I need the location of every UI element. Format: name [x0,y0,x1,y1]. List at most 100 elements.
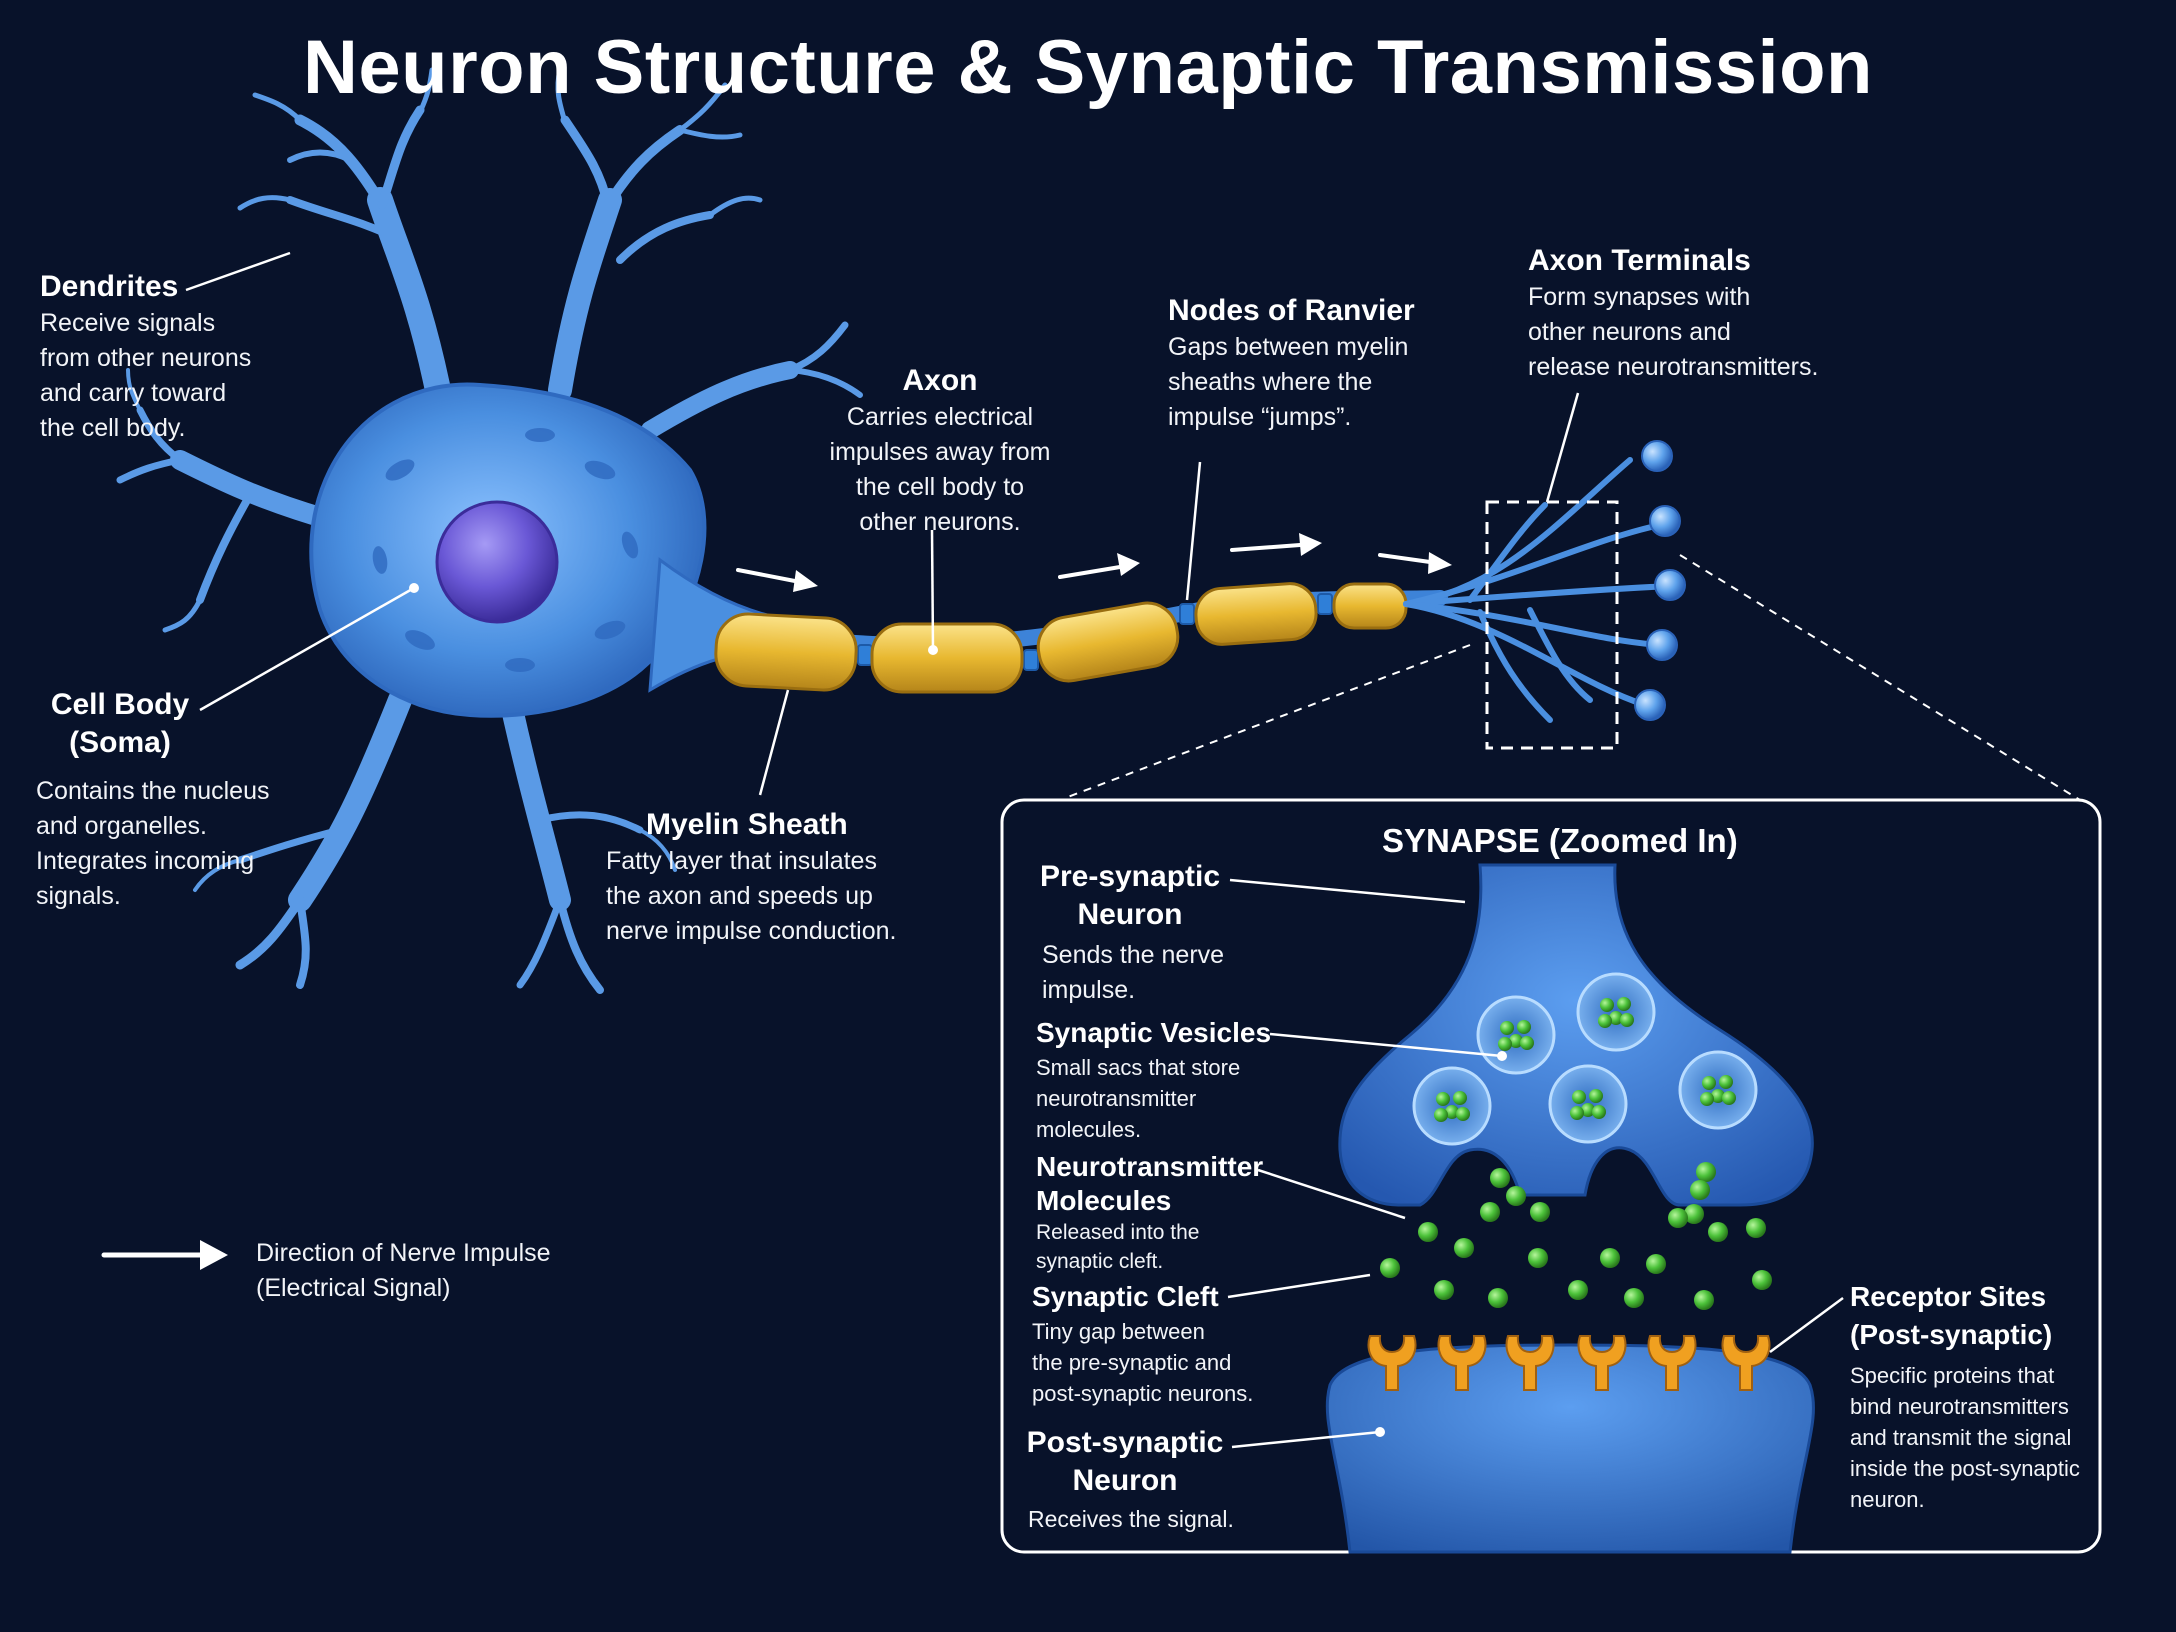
receptor [1647,1335,1697,1391]
label-axon-desc-4: other neurons. [859,508,1021,536]
vesicle-molecule [1581,1103,1595,1117]
label-pre-synaptic: Pre-synaptic Neuron [1020,858,1240,934]
vesicle-molecule [1589,1089,1603,1103]
label-dendrites-title: Dendrites [40,270,179,303]
label-cell-body: Cell Body (Soma) [30,686,210,762]
vesicle-molecule [1445,1105,1459,1119]
vesicle-molecule [1434,1108,1448,1122]
label-cell-body-title-1: Cell Body [50,688,190,721]
label-nodes-of-ranvier: Nodes of Ranvier Gaps between myelin she… [1168,292,1415,435]
label-cleft-desc-1: Tiny gap between [1032,1319,1205,1344]
neurotransmitter-molecule [1690,1180,1710,1200]
axon-terminal-branches [1403,457,1673,723]
neurotransmitter-molecule [1528,1248,1548,1268]
label-dendrites-desc-1: Receive signals [40,309,216,337]
neurotransmitter-molecule [1708,1222,1728,1242]
label-nodes-title: Nodes of Ranvier [1168,294,1415,327]
label-pre-desc-2: impulse. [1042,976,1136,1004]
synapse-title: SYNAPSE (Zoomed In) [1382,822,1738,859]
label-nodes-desc-2: sheaths where the [1168,368,1373,396]
receptor [1437,1335,1487,1391]
neurotransmitter-molecule [1488,1288,1508,1308]
label-receptors-desc-4: inside the post-synaptic [1850,1456,2080,1481]
label-neurotransmitters: Neurotransmitter Molecules Released into… [1036,1150,1263,1276]
label-dendrites: Dendrites Receive signals from other neu… [40,268,251,446]
organelles [372,428,639,672]
label-post-desc-1: Receives the signal. [1028,1506,1234,1532]
leader-lines [185,251,1580,796]
vesicle-molecule [1517,1020,1531,1034]
label-myelin-title: Myelin Sheath [646,808,848,841]
label-terminals-desc-2: other neurons and [1528,318,1731,346]
label-vesicles-desc-3: molecules. [1036,1117,1142,1142]
vesicle-molecule [1700,1092,1714,1106]
label-dendrites-desc-3: and carry toward [40,379,227,407]
neurotransmitter-molecule [1530,1202,1550,1222]
neurotransmitter-molecule [1624,1288,1644,1308]
label-myelin-desc-2: the axon and speeds up [606,882,873,910]
zoom-connector-lines [1064,554,2081,801]
label-nt-title-2: Molecules [1036,1185,1172,1216]
neurotransmitter-molecule [1506,1186,1526,1206]
label-myelin-sheath: Myelin Sheath Fatty layer that insulates… [606,806,896,949]
neurotransmitter-molecule [1480,1202,1500,1222]
zoom-region-box [1485,500,1619,750]
label-pre-title-1: Pre-synaptic [1039,860,1221,893]
post-synaptic-neuron [1325,1343,1815,1554]
myelin-sheaths [714,582,1408,694]
neurotransmitter-molecule [1752,1270,1772,1290]
label-axon-desc-2: impulses away from [829,438,1051,466]
label-cell-body-desc-2: and organelles. [36,812,207,840]
synapse-leader-lines [1227,878,1844,1449]
neurotransmitter-molecule [1418,1222,1438,1242]
vesicle-molecule [1520,1036,1534,1050]
vesicle-molecule [1453,1091,1467,1105]
label-axon-desc-3: the cell body to [855,473,1025,501]
vesicle-molecule [1436,1092,1450,1106]
dendrite-branches [116,67,863,994]
label-pre-desc-1: Sends the nerve [1042,941,1225,969]
label-vesicles: Synaptic Vesicles Small sacs that store … [1036,1014,1271,1145]
label-axon-terminals: Axon Terminals Form synapses with other … [1528,242,1818,385]
vesicle-molecule [1617,997,1631,1011]
vesicle-molecule [1509,1034,1523,1048]
label-post-title-2: Neuron [1072,1464,1178,1497]
receptor-sites [1367,1335,1771,1391]
label-receptors-desc-1: Specific proteins that [1850,1363,2055,1388]
label-post-title-1: Post-synaptic [1026,1426,1224,1459]
neurotransmitter-molecule [1684,1204,1704,1224]
label-cell-body-desc-4: signals. [36,882,121,910]
label-synaptic-cleft: Synaptic Cleft Tiny gap between the pre-… [1032,1278,1253,1409]
label-pre-desc: Sends the nerve impulse. [1042,938,1224,1008]
vesicle-molecule [1570,1106,1584,1120]
neurotransmitter-molecule [1434,1280,1454,1300]
vesicle-molecule [1702,1076,1716,1090]
impulse-arrows [736,533,1452,592]
label-axon-desc-1: Carries electrical [846,403,1034,431]
label-vesicles-title: Synaptic Vesicles [1036,1017,1272,1048]
receptor [1505,1335,1555,1391]
label-vesicles-desc-1: Small sacs that store [1036,1055,1241,1080]
neurotransmitter-molecule [1646,1254,1666,1274]
vesicle-molecule [1722,1091,1736,1105]
label-dendrites-desc-4: the cell body. [40,414,186,442]
label-nodes-desc-3: impulse “jumps”. [1168,403,1352,431]
label-cell-body-desc: Contains the nucleus and organelles. Int… [36,774,269,914]
neurotransmitter-molecule [1454,1238,1474,1258]
receptor [1367,1335,1417,1391]
legend: Direction of Nerve Impulse (Electrical S… [256,1236,551,1306]
vesicle-molecule [1598,1014,1612,1028]
label-cell-body-desc-1: Contains the nucleus [36,777,270,805]
vesicle-molecule [1498,1037,1512,1051]
label-nodes-desc-1: Gaps between myelin [1168,333,1409,361]
label-terminals-title: Axon Terminals [1528,244,1751,277]
label-myelin-desc-1: Fatty layer that insulates [606,847,877,875]
vesicle-molecule [1609,1011,1623,1025]
terminal-bulbs [1634,440,1686,721]
neurotransmitter-molecule [1568,1280,1588,1300]
label-dendrites-desc-2: from other neurons [40,344,252,372]
vesicle-molecule [1500,1021,1514,1035]
receptor [1577,1335,1627,1391]
